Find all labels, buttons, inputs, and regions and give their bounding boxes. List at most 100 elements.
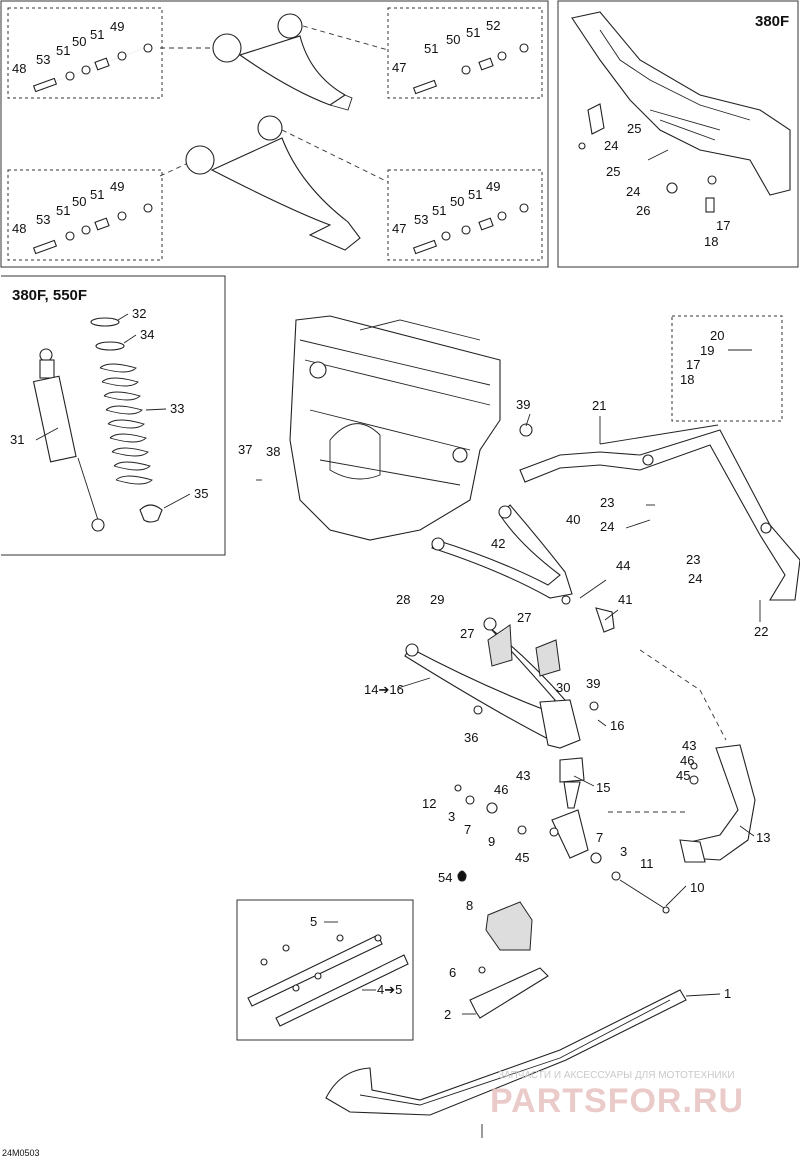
svg-text:7: 7 [464, 822, 471, 837]
svg-text:17: 17 [716, 218, 730, 233]
svg-text:31: 31 [10, 432, 24, 447]
svg-text:17: 17 [686, 357, 700, 372]
svg-text:47: 47 [392, 60, 406, 75]
svg-text:38: 38 [266, 444, 280, 459]
svg-text:11: 11 [640, 856, 654, 871]
svg-text:25: 25 [606, 164, 620, 179]
bolt-stack-tl-top [32, 43, 153, 93]
svg-text:50: 50 [450, 194, 464, 209]
svg-text:46: 46 [680, 753, 694, 768]
svg-text:53: 53 [36, 52, 50, 67]
bolt-stack-tm-top [412, 43, 529, 95]
svg-text:16: 16 [610, 718, 624, 733]
svg-text:51: 51 [468, 187, 482, 202]
svg-text:23: 23 [686, 552, 700, 567]
carbide-inset-frame [236, 899, 414, 1041]
svg-text:49: 49 [110, 19, 124, 34]
svg-text:5: 5 [310, 914, 317, 929]
svg-text:50: 50 [72, 34, 86, 49]
svg-text:8: 8 [466, 898, 473, 913]
bolt-stack-tm-bottom [412, 203, 529, 255]
svg-text:4➔5: 4➔5 [377, 982, 402, 997]
coil-spring-drawing [90, 317, 163, 523]
top-right-frame [557, 0, 799, 268]
svg-text:45: 45 [676, 768, 690, 783]
svg-text:30: 30 [556, 680, 570, 695]
svg-text:25: 25 [627, 121, 641, 136]
svg-text:22: 22 [754, 624, 768, 639]
svg-text:10: 10 [690, 880, 704, 895]
svg-text:24: 24 [604, 138, 618, 153]
carbide-runners-drawing [247, 934, 409, 1027]
svg-text:42: 42 [491, 536, 505, 551]
top-left-frame [0, 0, 549, 268]
svg-text:21: 21 [592, 398, 606, 413]
watermark: ЗАПЧАСТИ И АКСЕССУАРЫ ДЛЯ МОТОТЕХНИКИ PA… [490, 1070, 744, 1120]
svg-text:3: 3 [620, 844, 627, 859]
svg-text:ЗАПЧАСТИ И АКСЕССУАРЫ ДЛЯ МОТО: ЗАПЧАСТИ И АКСЕССУАРЫ ДЛЯ МОТОТЕХНИКИ [498, 1070, 735, 1081]
svg-text:36: 36 [464, 730, 478, 745]
hardware-box-tm-bottom [387, 169, 543, 261]
callouts-top-right: 25 24 25 24 26 17 18 [604, 121, 730, 249]
svg-text:51: 51 [432, 203, 446, 218]
svg-text:13: 13 [756, 830, 770, 845]
svg-text:9: 9 [488, 834, 495, 849]
svg-text:47: 47 [392, 221, 406, 236]
svg-text:14➔16: 14➔16 [364, 682, 404, 697]
svg-text:41: 41 [618, 592, 632, 607]
svg-text:52: 52 [486, 18, 500, 33]
hardware-box-tm-top [387, 7, 543, 99]
svg-text:19: 19 [700, 343, 714, 358]
frame-rail-380f-drawing [571, 11, 791, 213]
svg-text:40: 40 [566, 512, 580, 527]
svg-text:51: 51 [90, 187, 104, 202]
svg-text:37: 37 [238, 442, 252, 457]
figure-code: 24M0503 [2, 1148, 40, 1158]
ski-leg-drawing [608, 649, 756, 863]
svg-text:18: 18 [680, 372, 694, 387]
svg-text:2: 2 [444, 1007, 451, 1022]
svg-text:12: 12 [422, 796, 436, 811]
svg-text:28: 28 [396, 592, 410, 607]
shock-inset-frame [1, 275, 226, 556]
upper-a-arm-drawing [160, 13, 389, 111]
svg-text:3: 3 [448, 809, 455, 824]
svg-text:7: 7 [596, 830, 603, 845]
svg-text:24: 24 [688, 571, 702, 586]
svg-text:54: 54 [438, 870, 452, 885]
svg-text:34: 34 [140, 327, 154, 342]
svg-text:48: 48 [12, 61, 26, 76]
svg-text:45: 45 [515, 850, 529, 865]
svg-text:43: 43 [682, 738, 696, 753]
svg-text:53: 53 [36, 212, 50, 227]
svg-text:49: 49 [486, 179, 500, 194]
svg-text:24: 24 [626, 184, 640, 199]
callouts-tm-bottom: 47 53 51 50 51 49 [392, 179, 500, 236]
svg-text:39: 39 [516, 397, 530, 412]
svg-text:6: 6 [449, 965, 456, 980]
ski-drawing [325, 901, 687, 1138]
bolt-stack-tl-bottom [32, 203, 153, 255]
callouts-shock: 32 34 33 31 35 [10, 306, 208, 509]
svg-text:32: 32 [132, 306, 146, 321]
svg-text:50: 50 [72, 194, 86, 209]
svg-text:51: 51 [90, 27, 104, 42]
lower-a-arm-drawing [159, 115, 389, 251]
svg-text:15: 15 [596, 780, 610, 795]
callouts-tm-top: 47 51 50 51 52 [392, 18, 500, 75]
chassis-frame-drawing [289, 315, 501, 541]
svg-text:PARTSFOR.RU: PARTSFOR.RU [490, 1082, 744, 1120]
pivot-hardware-drawing [454, 784, 670, 914]
svg-text:23: 23 [600, 495, 614, 510]
callouts-main: 37 38 39 21 20 19 17 18 23 24 40 42 23 2… [238, 328, 770, 1022]
hardware-box-tl-bottom [7, 169, 163, 261]
sway-bar-drawing [519, 423, 800, 601]
svg-text:39: 39 [586, 676, 600, 691]
svg-text:49: 49 [110, 179, 124, 194]
main-lower-a-arm-drawing [404, 617, 599, 749]
svg-text:24: 24 [600, 519, 614, 534]
hardware-box-tl-top [7, 7, 163, 99]
svg-text:29: 29 [430, 592, 444, 607]
svg-text:33: 33 [170, 401, 184, 416]
hardware-box-main-tr [671, 315, 783, 422]
